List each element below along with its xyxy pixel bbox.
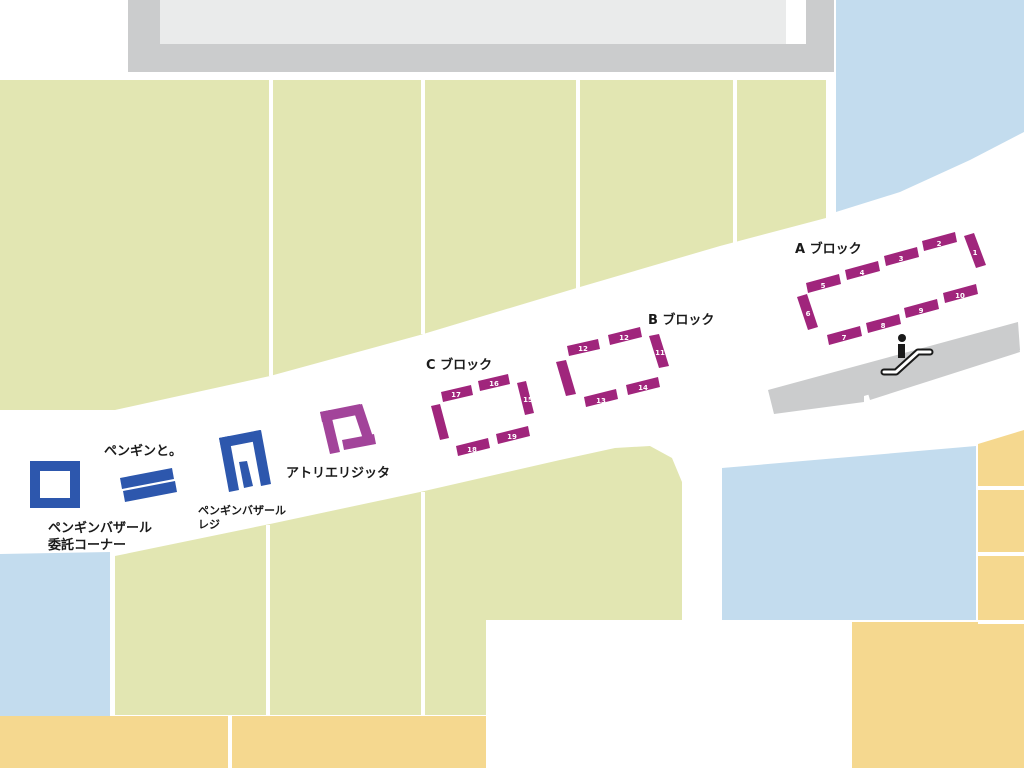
booth-6[interactable]: 6 [797,294,818,330]
booth-11[interactable]: 11 [649,334,669,368]
booth-15[interactable]: 15 [517,381,534,415]
booth-number: 4 [860,269,865,277]
lower-right-water-zone [722,446,976,620]
top-building-interior [160,0,806,44]
b-block-label: B ブロック [648,312,714,328]
b-block-left-side[interactable] [556,360,576,396]
penguin-bazaar-register-label-line1: ペンギンバザール [198,503,286,517]
booth-number: 16 [489,380,499,388]
c-block-label: C ブロック [426,357,492,373]
booth-number: 13 [596,397,606,405]
booth-14[interactable]: 14 [626,377,660,395]
upper-right-water-zone [836,0,1024,212]
booth-10[interactable]: 10 [943,284,978,303]
right-shop-zone [852,430,1024,768]
booth-number: 15 [523,396,533,404]
escalator-platform-lower [864,340,1020,400]
booth-number: 1 [973,249,978,257]
penguin-bazaar-register-booth[interactable] [219,430,271,492]
atelier-rijitta-label: アトリエリジッタ [286,466,390,481]
booth-7[interactable]: 7 [827,326,862,345]
atelier-rijitta-booth[interactable] [320,404,376,454]
a-block-label: A ブロック [795,241,862,257]
booth-number: 9 [919,307,924,315]
booth-number: 6 [806,310,811,318]
a-block-booths[interactable]: 5 4 3 2 1 6 7 8 9 10 [797,232,986,345]
booth-1[interactable]: 1 [964,233,986,268]
bottom-left-shop-zone [0,716,486,768]
booth-8[interactable]: 8 [866,314,901,333]
booth-16[interactable]: 16 [478,374,510,391]
booth-number: 18 [467,446,477,454]
lower-store-zone [115,446,682,715]
booth-4[interactable]: 4 [845,261,880,280]
booth-number: 8 [881,322,886,330]
booth-number: 7 [842,334,847,342]
penguin-to-booth[interactable] [120,468,177,502]
c-block-booths[interactable]: 17 16 15 18 19 [431,374,534,456]
booth-3[interactable]: 3 [884,247,919,266]
booth-number: 14 [638,384,648,392]
booth-number: 19 [507,433,517,441]
upper-store-zone [0,80,826,410]
lower-left-water-zone [0,552,110,742]
booth-number: 12 [619,334,629,342]
booth-number: 11 [655,349,665,357]
booth-9[interactable]: 9 [904,299,939,318]
booth-17[interactable]: 17 [441,385,473,402]
escalator-platform [768,322,1020,414]
penguin-to-label: ペンギンと。 [104,443,182,459]
booth-19[interactable]: 19 [496,426,530,444]
booth-number: 17 [451,391,461,399]
booth-13[interactable]: 13 [584,389,618,407]
booth-number: 3 [899,255,904,263]
booth-5[interactable]: 5 [806,274,841,293]
booth-number: 2 [937,240,942,248]
penguin-bazaar-consign-label-line2: 委託コーナー [47,537,126,553]
booth-number: 10 [955,292,965,300]
penguin-bazaar-consign-booth[interactable] [30,461,80,508]
booth-number: 5 [821,282,826,290]
penguin-bazaar-consign-label-line1: ペンギンバザール [48,520,152,536]
escalator-icon [880,334,934,376]
penguin-bazaar-register-label-line2: レジ [198,518,220,531]
booth-12a[interactable]: 12 [567,339,600,356]
booth-12b[interactable]: 12 [608,327,642,345]
booth-18[interactable]: 18 [456,438,490,456]
c-block-left-side[interactable] [431,404,449,440]
b-block-booths[interactable]: 12 12 11 13 14 [556,327,669,407]
booth-2[interactable]: 2 [922,232,957,251]
top-building-notch [786,0,806,44]
booth-number: 12 [578,345,588,353]
